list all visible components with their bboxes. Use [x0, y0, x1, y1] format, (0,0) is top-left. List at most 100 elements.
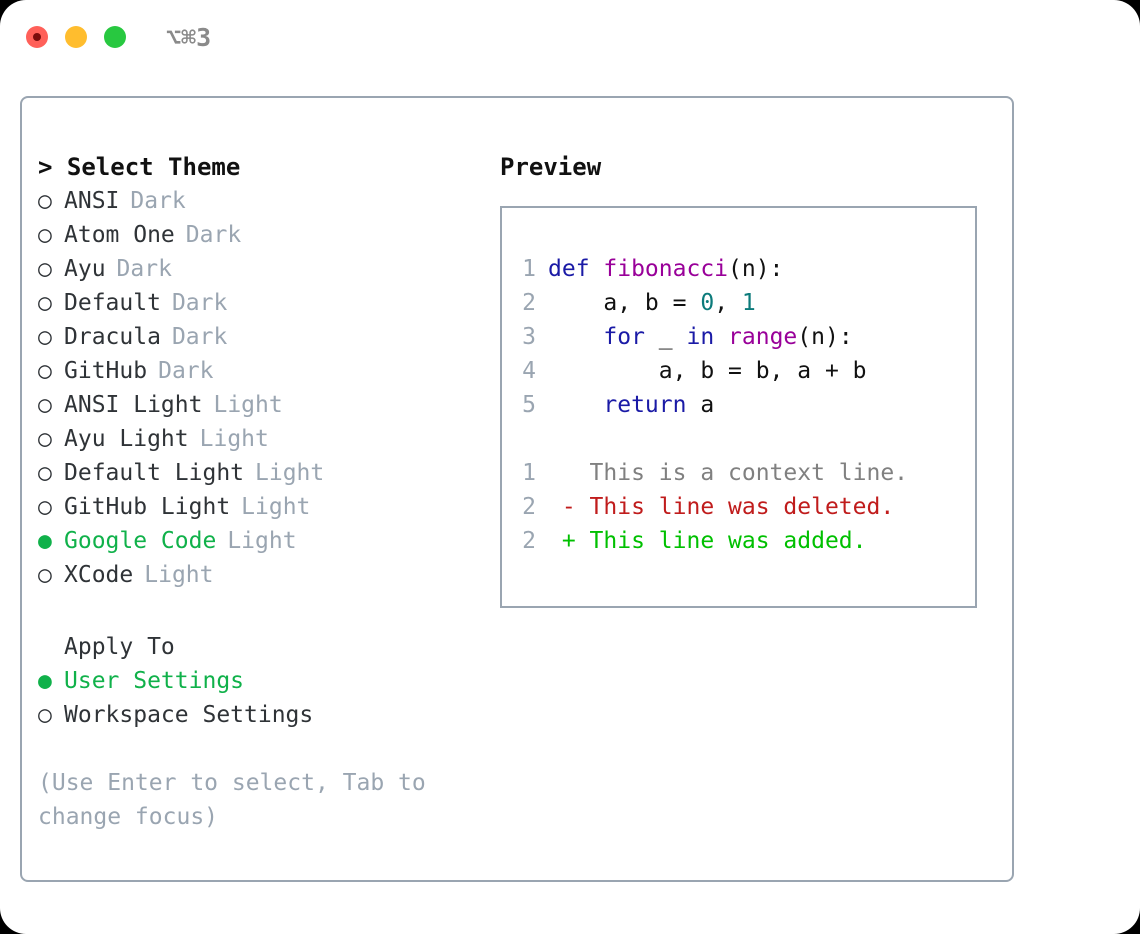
theme-option-ansi[interactable]: ○ ANSI Dark	[38, 184, 478, 218]
apply-to-option-user-settings[interactable]: ●User Settings	[38, 664, 478, 698]
radio-unselected-icon: ○	[38, 460, 52, 486]
code-line-content: return a	[548, 388, 714, 422]
diff-line-content: - This line was deleted.	[548, 490, 894, 524]
code-token-txt	[548, 392, 603, 418]
maximize-button[interactable]	[104, 26, 126, 48]
code-token-num: 0	[700, 290, 715, 316]
code-token-kw: for	[603, 324, 645, 350]
code-line-content: for _ in range(n):	[548, 320, 853, 354]
code-token-fn: fibonacci	[603, 256, 729, 282]
code-token-kw: in	[686, 324, 715, 350]
close-button[interactable]	[26, 26, 48, 48]
code-line: 2 a, b = 0, 1	[502, 286, 975, 320]
code-token-txt: a, b = b, a + b	[548, 358, 867, 384]
line-number: 5	[522, 392, 536, 418]
code-line: 5 return a	[502, 388, 975, 422]
theme-option-xcode[interactable]: ○ XCode Light	[38, 558, 478, 592]
line-number: 3	[522, 324, 536, 350]
diff-line-add: 2 + This line was added.	[502, 524, 975, 558]
theme-option-label: GitHub Light	[64, 494, 231, 520]
diff-marker: -	[548, 494, 590, 520]
code-line: 4 a, b = b, a + b	[502, 354, 975, 388]
radio-selected-icon: ●	[38, 528, 52, 554]
code-line: 3 for _ in range(n):	[502, 320, 975, 354]
diff-line-content: + This line was added.	[548, 524, 867, 558]
theme-option-label: Google Code	[64, 528, 217, 554]
line-number: 4	[522, 358, 536, 384]
code-token-kw: return	[603, 392, 687, 418]
theme-option-variant-tag: Dark	[130, 188, 186, 214]
code-token-txt: ,	[714, 290, 742, 316]
theme-option-ansi-light[interactable]: ○ ANSI Light Light	[38, 388, 478, 422]
apply-to-option-list: ●User Settings○Workspace Settings	[38, 664, 478, 732]
theme-option-variant-tag: Dark	[171, 290, 228, 316]
radio-unselected-icon: ○	[38, 562, 52, 588]
code-token-txt: (n):	[728, 256, 784, 282]
code-line-content: def fibonacci(n):	[548, 252, 783, 286]
theme-option-label: Ayu	[64, 256, 106, 282]
keyboard-shortcut-label: ⌥⌘3	[166, 23, 212, 52]
diff-line-del: 2 - This line was deleted.	[502, 490, 975, 524]
diff-marker: +	[548, 528, 590, 554]
theme-option-label: GitHub	[64, 358, 148, 384]
theme-option-variant-tag: Light	[213, 392, 283, 418]
theme-option-label: ANSI Light	[64, 392, 203, 418]
diff-marker	[548, 460, 590, 486]
diff-sample: 1 This is a context line. 2 - This line w…	[502, 456, 975, 558]
theme-option-variant-tag: Dark	[185, 222, 242, 248]
theme-option-atom-one[interactable]: ○ Atom One Dark	[38, 218, 478, 252]
apply-to-heading: Apply To	[64, 634, 175, 660]
code-token-fn: range	[728, 324, 798, 350]
section-divider	[38, 592, 478, 630]
radio-unselected-icon: ○	[38, 188, 52, 214]
theme-option-label: ANSI	[64, 188, 120, 214]
theme-option-variant-tag: Light	[227, 528, 297, 554]
code-diff-gap	[502, 422, 975, 456]
code-line-content: a, b = 0, 1	[548, 286, 755, 320]
diff-line-content: This is a context line.	[548, 456, 909, 490]
page-title: > Select Theme	[38, 153, 241, 181]
code-token-txt: a, b =	[548, 290, 701, 316]
diff-text: This line was deleted.	[589, 494, 895, 520]
preview-title: Preview	[500, 153, 602, 181]
theme-option-variant-tag: Light	[144, 562, 214, 588]
title-bar: ⌥⌘3	[0, 0, 1140, 78]
code-token-txt: (n):	[797, 324, 853, 350]
apply-to-option-label: User Settings	[64, 668, 245, 694]
line-number: 1	[522, 460, 536, 486]
theme-option-google-code[interactable]: ● Google Code Light	[38, 524, 478, 558]
theme-option-label: Default	[64, 290, 161, 316]
minimize-button[interactable]	[65, 26, 87, 48]
code-line-content: a, b = b, a + b	[548, 354, 867, 388]
keyboard-hint-text: (Use Enter to select, Tab to change focu…	[38, 770, 426, 830]
theme-option-label: Dracula	[64, 324, 161, 350]
theme-option-label: Default Light	[64, 460, 245, 486]
radio-unselected-icon: ○	[38, 392, 52, 418]
apply-to-option-workspace-settings[interactable]: ○Workspace Settings	[38, 698, 478, 732]
theme-option-label: Atom One	[64, 222, 175, 248]
radio-unselected-icon: ○	[38, 256, 52, 282]
code-token-txt: a	[686, 392, 715, 418]
theme-option-variant-tag: Light	[199, 426, 269, 452]
theme-option-variant-tag: Dark	[171, 324, 228, 350]
theme-option-label: XCode	[64, 562, 134, 588]
radio-unselected-icon: ○	[38, 222, 52, 248]
diff-text: This is a context line.	[589, 460, 909, 486]
radio-unselected-icon: ○	[38, 358, 52, 384]
line-number: 2	[522, 528, 536, 554]
radio-unselected-icon: ○	[38, 426, 52, 452]
line-number: 2	[522, 494, 536, 520]
